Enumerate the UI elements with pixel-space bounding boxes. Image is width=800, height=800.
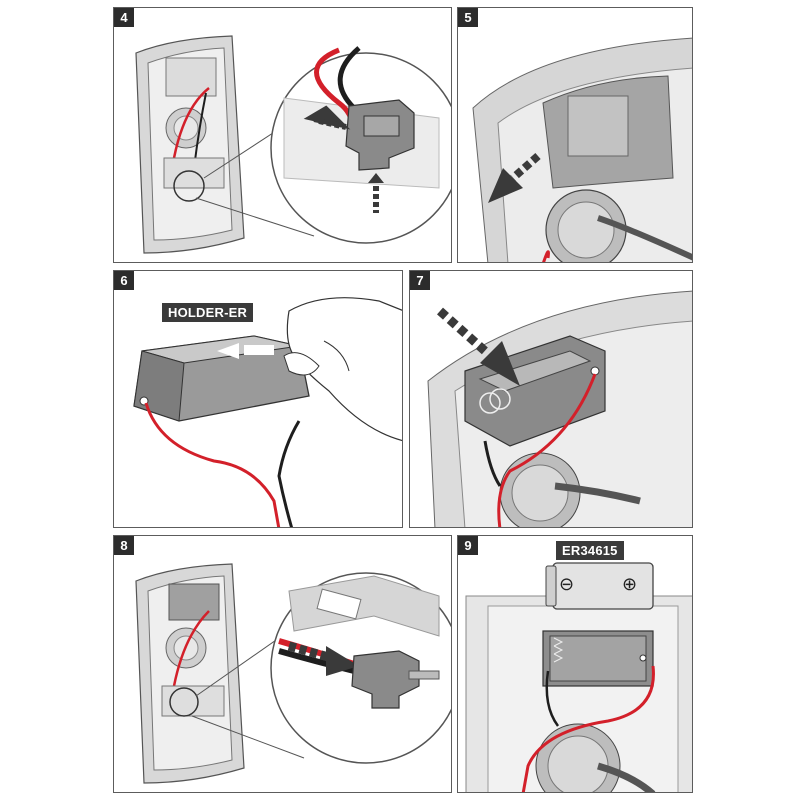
step-7-panel: 7 (409, 270, 693, 528)
step-9-illustration (465, 562, 692, 792)
holder-er-label: HOLDER-ER (162, 303, 254, 322)
step-4-number: 4 (114, 8, 134, 27)
step-6-panel: 6 HOLDER-ER (113, 270, 403, 528)
step-8-panel: 8 (113, 535, 452, 793)
step-8-number: 8 (114, 536, 134, 555)
step-4-illustration (135, 35, 451, 254)
step-8-illustration (135, 563, 451, 784)
step-9-number: 9 (458, 536, 478, 555)
battery-minus-symbol: ⊖ (559, 574, 575, 594)
step-5-panel: 5 (457, 7, 693, 263)
battery-plus-symbol: ⊕ (622, 574, 638, 594)
step-6-number: 6 (114, 271, 134, 290)
step-9-panel: 9 ER34615 ⊖ ⊕ (457, 535, 693, 793)
step-7-number: 7 (410, 271, 430, 290)
step-4-panel: 4 (113, 7, 452, 263)
step-5-number: 5 (458, 8, 478, 27)
step-7-illustration (427, 290, 692, 527)
er34615-label: ER34615 (556, 541, 624, 560)
step-6-illustration (133, 297, 402, 527)
step-5-illustration (472, 37, 692, 262)
